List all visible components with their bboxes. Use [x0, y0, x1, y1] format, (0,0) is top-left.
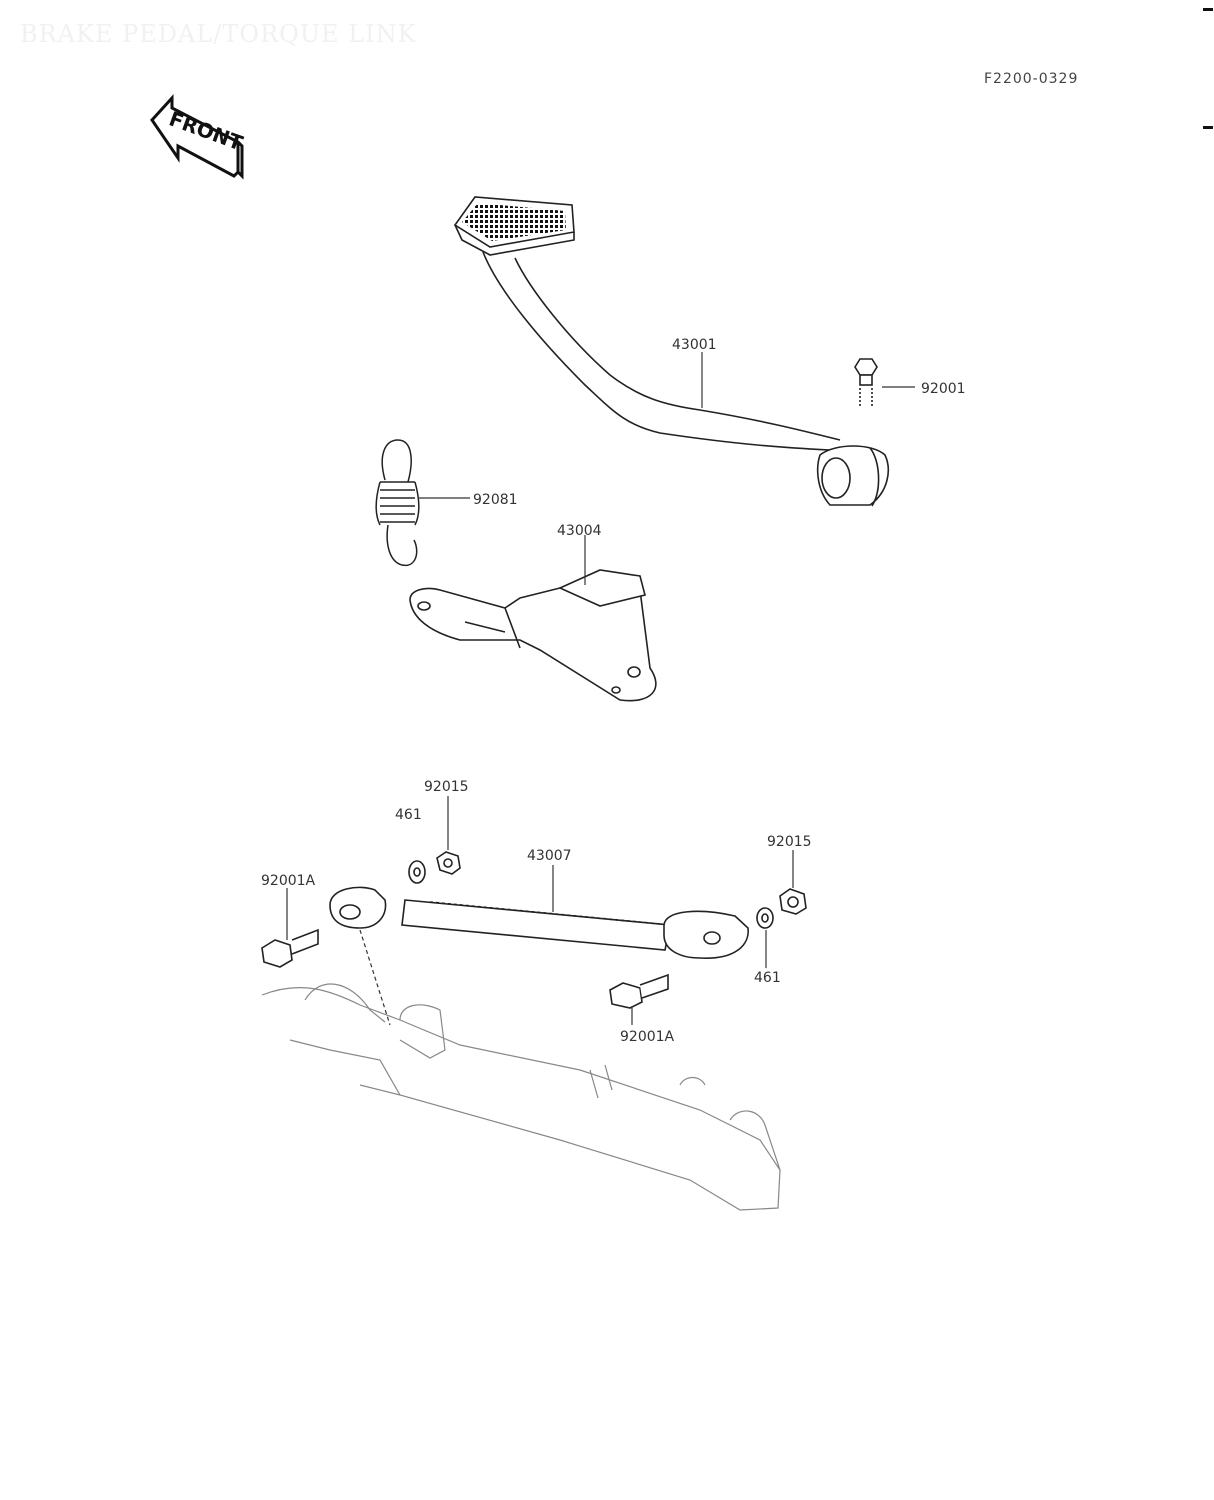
page-title: BRAKE PEDAL/TORQUE LINK	[20, 20, 417, 48]
label-43007: 43007	[527, 848, 572, 864]
washer-461-left	[408, 860, 426, 884]
bolt-92001A-left	[261, 928, 319, 968]
label-92001A-bottom: 92001A	[620, 1029, 675, 1045]
bolt-92001	[854, 358, 878, 408]
washer-461-right	[756, 907, 774, 929]
nut-92015-left	[436, 851, 461, 875]
torque-link-rod	[329, 886, 749, 959]
figure-reference: F2200-0329	[984, 71, 1079, 87]
label-461-left: 461	[395, 807, 422, 823]
nut-92015-right	[779, 888, 807, 915]
swing-arm-outline	[261, 983, 781, 1211]
label-92081: 92081	[473, 492, 518, 508]
return-spring	[375, 439, 420, 567]
label-92001A-left: 92001A	[261, 873, 316, 889]
brake-shaft	[409, 569, 657, 702]
label-92015-left: 92015	[424, 779, 469, 795]
label-43001: 43001	[672, 337, 717, 353]
label-461-right: 461	[754, 970, 781, 986]
label-43004: 43004	[557, 523, 602, 539]
leader-lines	[286, 352, 915, 1026]
brake-pedal	[453, 196, 889, 507]
label-92001: 92001	[921, 381, 966, 397]
bolt-92001A-bottom	[609, 973, 669, 1009]
front-arrow-icon: FRONT	[150, 94, 246, 180]
edge-mark-bottom	[1203, 126, 1213, 129]
label-92015-right: 92015	[767, 834, 812, 850]
edge-mark-top	[1203, 8, 1213, 11]
